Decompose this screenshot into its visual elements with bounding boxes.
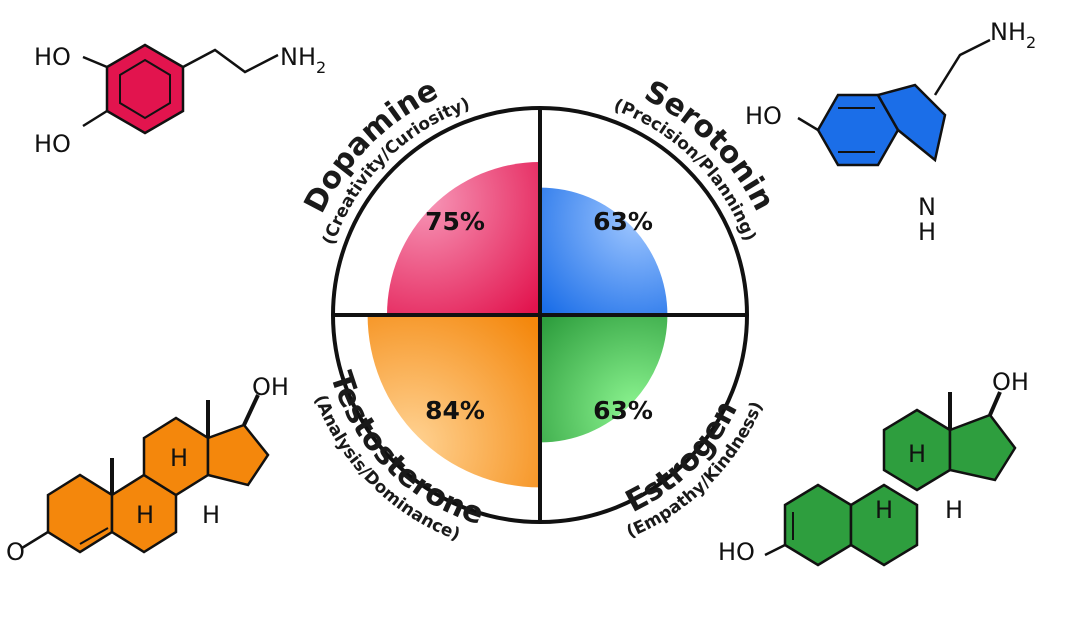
testosterone-o: O [6, 538, 25, 566]
testosterone-h-right: H [202, 501, 220, 529]
testosterone-ring-d [206, 423, 270, 487]
serotonin-percent: 63% [593, 207, 653, 236]
estrogen-wedge [540, 315, 668, 443]
estrogen-ring-b [849, 483, 919, 567]
dopamine-ho-top: HO [34, 43, 71, 71]
testosterone-molecule: OH O H H H [6, 373, 289, 566]
serotonin-n: N [918, 193, 936, 221]
estrogen-h-left: H [875, 496, 893, 524]
dopamine-molecule: HO HO NH2 [34, 43, 326, 158]
dopamine-inner-ring [119, 58, 171, 120]
testosterone-h-left: H [136, 501, 154, 529]
testosterone-percent: 84% [425, 396, 485, 425]
estrogen-ho: HO [718, 538, 755, 566]
serotonin-ho: HO [745, 102, 782, 130]
testosterone-oh: OH [252, 373, 289, 401]
estrogen-aromatic-ring [783, 483, 853, 567]
testosterone-wedge [367, 315, 540, 488]
estrogen-h-right: H [945, 496, 963, 524]
serotonin-nh2: NH2 [990, 18, 1036, 52]
dopamine-ho-bottom: HO [34, 130, 71, 158]
serotonin-h: H [918, 218, 936, 246]
serotonin-pyrrole-ring [876, 83, 947, 163]
serotonin-wedge [540, 187, 668, 315]
estrogen-ring-d [948, 413, 1017, 482]
dopamine-wedge [387, 162, 540, 315]
serotonin-molecule: HO NH2 N H [745, 18, 1036, 246]
estrogen-h-top: H [908, 440, 926, 468]
quadrant-wedges [367, 162, 668, 488]
testosterone-h-top: H [170, 444, 188, 472]
estrogen-percent: 63% [593, 396, 653, 425]
estrogen-oh: OH [992, 368, 1029, 396]
dopamine-nh2: NH2 [280, 43, 326, 77]
testosterone-ring-a [46, 473, 114, 554]
estrogen-molecule: OH HO H H H [718, 368, 1029, 567]
dopamine-percent: 75% [425, 207, 485, 236]
dopamine-benzene-ring [105, 43, 185, 135]
